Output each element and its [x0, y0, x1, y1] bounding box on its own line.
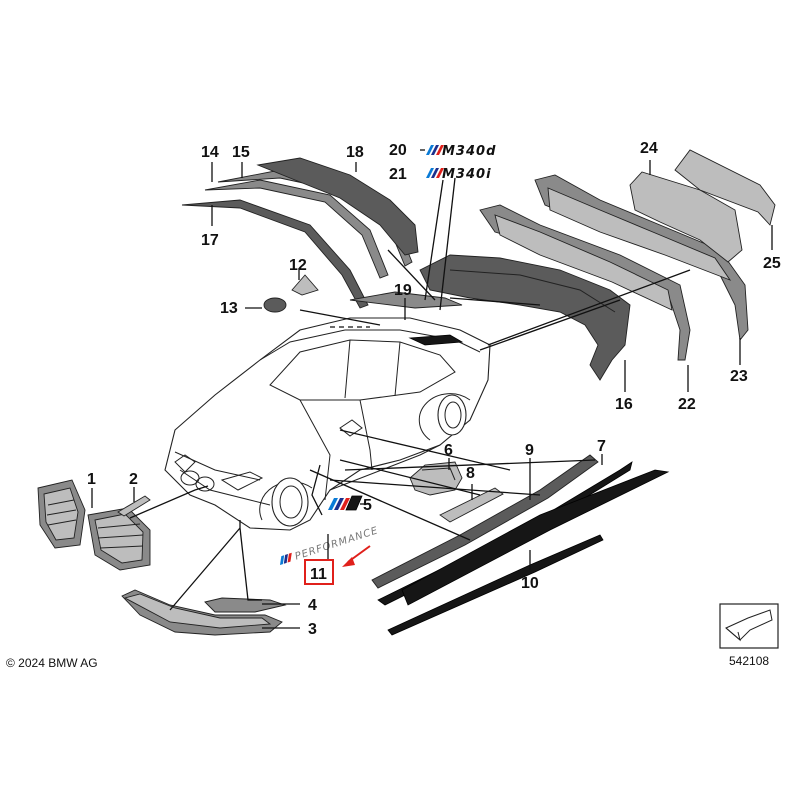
performance-lettering-part: PERFORMANCE [280, 525, 380, 565]
rear-diffuser-part [479, 204, 691, 361]
callout-8: 8 [466, 465, 475, 482]
diagram-id-box [719, 603, 779, 649]
kidney-grille-part [37, 479, 151, 571]
model-badge-m340d: M340d [426, 144, 496, 159]
m-badge-part [328, 495, 363, 511]
callout-17: 17 [201, 232, 219, 249]
callout-18: 18 [346, 144, 364, 161]
mirror-base-part [291, 274, 319, 296]
callout-9: 9 [525, 442, 534, 459]
antenna-cap-part [263, 297, 287, 313]
callout-21: 21 [389, 166, 407, 183]
rear-wing-part [674, 149, 776, 226]
callout-1: 1 [87, 471, 96, 488]
callout-22: 22 [678, 396, 696, 413]
callout-10: 10 [521, 575, 539, 592]
side-stripe-lower-part [387, 469, 670, 636]
badge-m340d-text: M340d [442, 144, 496, 159]
highlight-callout-11 [304, 545, 371, 585]
callout-3: 3 [308, 621, 317, 638]
rear-diffuser-insert-part [629, 171, 743, 263]
callout-20: 20 [389, 142, 407, 159]
callout-19: 19 [394, 282, 412, 299]
callout-5: 5 [363, 497, 372, 514]
front-splitter-part [121, 589, 283, 636]
callout-23: 23 [730, 368, 748, 385]
callout-15: 15 [232, 144, 250, 161]
side-skirt-part [371, 454, 599, 589]
callout-2: 2 [129, 471, 138, 488]
door-sill-part [439, 487, 504, 523]
performance-text: PERFORMANCE [294, 525, 380, 562]
callout-16: 16 [615, 396, 633, 413]
highlight-arrowhead [342, 557, 355, 567]
rear-apron-part [534, 174, 749, 342]
diagram-number: 542108 [729, 654, 770, 668]
model-badge-m340i: M340i [426, 167, 492, 182]
copyright-text: © 2024 BMW AG [6, 656, 98, 670]
callout-25: 25 [763, 255, 781, 272]
highlight-box [304, 559, 334, 585]
car-outline [164, 317, 491, 531]
badge-m340i-text: M340i [442, 167, 492, 182]
callout-6: 6 [444, 442, 453, 459]
callout-14: 14 [201, 144, 219, 161]
callout-4: 4 [308, 597, 317, 614]
callout-11: 11 [310, 566, 327, 583]
callout-13: 13 [220, 300, 238, 317]
grille-clip-part [117, 495, 151, 517]
front-flap-part [204, 597, 287, 613]
leader-lines [91, 149, 773, 629]
trunk-strip-part [349, 291, 464, 346]
callout-7: 7 [597, 438, 606, 455]
callout-24: 24 [640, 140, 658, 157]
callout-numbers: 1 2 3 4 5 6 7 8 9 10 11 12 13 14 15 16 1… [87, 140, 781, 638]
roof-spoiler-part [256, 157, 419, 256]
callout-12: 12 [289, 257, 307, 274]
